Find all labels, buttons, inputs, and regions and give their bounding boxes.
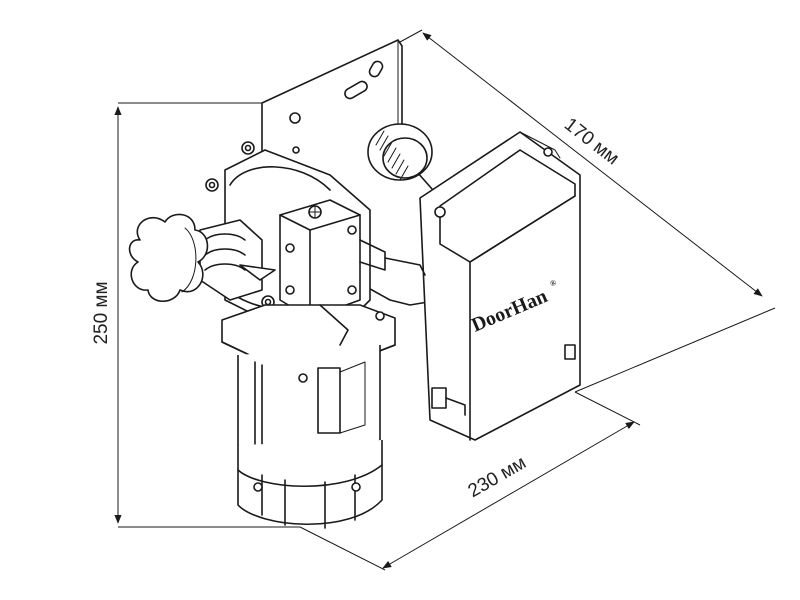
screw [347, 225, 357, 235]
dimension-height: 250 мм [91, 102, 300, 528]
spring-drum [367, 123, 433, 181]
mounting-hole [292, 146, 300, 154]
screw [298, 373, 308, 383]
screw [347, 285, 357, 295]
height-label: 250 мм [91, 281, 112, 344]
depth-label: 170 мм [560, 114, 623, 169]
mounting-hole [289, 112, 301, 124]
screw [375, 311, 385, 321]
motor [221, 304, 396, 462]
mounting-slot [368, 60, 384, 78]
svg-text:®: ® [549, 278, 558, 289]
end-cap-screw [253, 482, 263, 492]
width-label: 230 мм [465, 452, 530, 502]
motor-end-cap [237, 440, 383, 529]
control-box: DoorHan ® [419, 131, 581, 441]
screw [285, 285, 295, 295]
terminal-box [317, 367, 341, 434]
screw [434, 206, 446, 218]
screw [285, 243, 295, 253]
end-cap-screw [351, 482, 361, 492]
knob-handle[interactable] [128, 213, 209, 303]
screw [543, 147, 553, 157]
mounting-slot [344, 80, 368, 100]
cable-gland [431, 387, 447, 409]
manual-release-knob[interactable] [128, 213, 276, 303]
cable-gland [564, 344, 576, 360]
limit-switch-block [279, 199, 426, 319]
